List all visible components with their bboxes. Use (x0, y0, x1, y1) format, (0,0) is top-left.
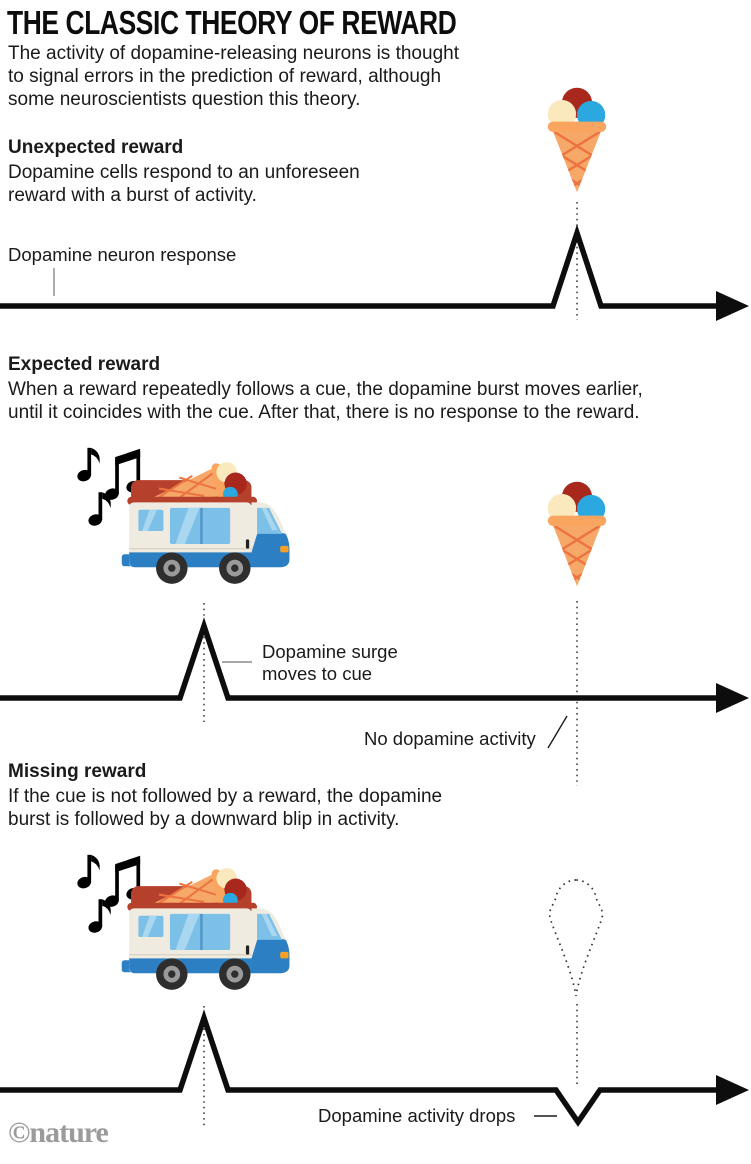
missing-ice-cream-outline-icon (548, 879, 604, 997)
label-no-dopamine-activity: No dopamine activity (364, 728, 536, 749)
axis-expected-reward (0, 601, 749, 786)
axis-arrowhead-icon (716, 291, 749, 321)
axis-arrowhead-icon (716, 1075, 749, 1105)
intro-text: The activity of dopamine-releasing neuro… (8, 43, 459, 110)
axis-label-dopamine-neuron-response: Dopamine neuron response (8, 244, 237, 265)
page-title: THE CLASSIC THEORY OF REWARD (7, 4, 457, 41)
ice-cream-cone-icon (547, 87, 607, 193)
ice-cream-truck-icon (121, 462, 290, 584)
nature-logo: ©nature (8, 1116, 109, 1149)
label-dopamine-surge-moves-to-cue: Dopamine surge moves to cue (262, 641, 398, 684)
section-body-expected-reward: When a reward repeatedly follows a cue, … (8, 379, 643, 423)
ice-cream-cone-icon (547, 481, 607, 587)
section-body-missing-reward: If the cue is not followed by a reward, … (8, 786, 443, 830)
axis-arrowhead-icon (716, 683, 749, 713)
section-heading-unexpected-reward: Unexpected reward (8, 137, 184, 158)
label-dopamine-activity-drops: Dopamine activity drops (318, 1105, 516, 1126)
section-body-unexpected-reward: Dopamine cells respond to an unforeseen … (8, 162, 360, 206)
ice-cream-truck-icon (121, 868, 290, 990)
label-pointer-line (547, 715, 568, 749)
section-heading-missing-reward: Missing reward (8, 761, 147, 782)
section-heading-expected-reward: Expected reward (8, 354, 161, 375)
